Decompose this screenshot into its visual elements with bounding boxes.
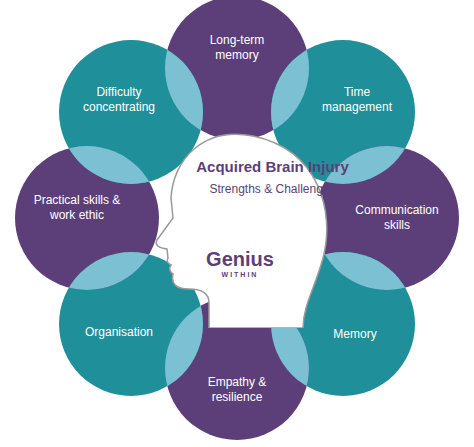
center-subtitle: Strengths & Challenges: [185, 182, 360, 196]
circle-label: Empathy & resilience: [192, 375, 282, 405]
circle-label: Memory: [315, 327, 395, 342]
circle-label: Long-term memory: [192, 33, 282, 63]
head-silhouette: Acquired Brain InjuryStrengths & Challen…: [145, 128, 335, 328]
logo-text: Genius: [185, 248, 295, 271]
circle-label: Communication skills: [352, 203, 442, 233]
center-title: Acquired Brain Injury: [185, 158, 360, 175]
logo-subtext: WITHIN: [185, 271, 295, 278]
circle-label: Practical skills & work ethic: [27, 193, 127, 223]
circle-label: Organisation: [74, 325, 164, 340]
circle-label: Difficulty concentrating: [72, 85, 167, 115]
circle-label: Time management: [317, 85, 397, 115]
